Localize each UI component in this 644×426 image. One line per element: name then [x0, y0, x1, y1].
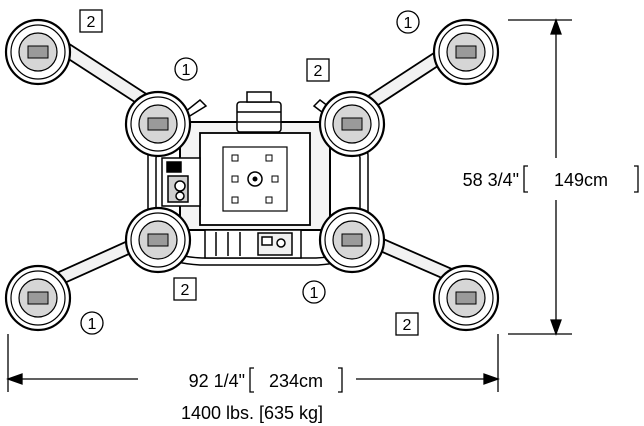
callout-circle-bottom-center: 1 — [302, 280, 326, 304]
svg-text:2: 2 — [403, 317, 412, 334]
callout-circle-top-right: 1 — [396, 10, 420, 34]
callout-circle-top-center: 1 — [174, 57, 198, 81]
pad-top-left-outer — [4, 18, 72, 86]
pad-bottom-right-outer — [432, 264, 500, 332]
svg-text:1: 1 — [182, 62, 191, 79]
callout-box-top-center: 2 — [306, 58, 330, 82]
height-dimension-metric: 149cm — [554, 170, 608, 190]
vacuum-pump — [236, 91, 282, 133]
control-panel-bottom — [204, 229, 302, 259]
svg-text:1: 1 — [404, 15, 413, 32]
pad-top-right-inner — [318, 90, 386, 158]
svg-text:1: 1 — [310, 285, 319, 302]
callout-box-bottom-right: 2 — [395, 312, 419, 336]
callout-box-bottom-center: 2 — [173, 277, 197, 301]
circled-callouts: 1 1 1 1 — [80, 10, 420, 335]
svg-text:2: 2 — [87, 14, 96, 31]
height-dimension — [508, 18, 639, 336]
pad-bottom-right-inner — [318, 206, 386, 274]
central-frame — [179, 121, 331, 231]
boxed-callouts: 2 2 2 2 — [79, 9, 419, 336]
callout-box-top-left: 2 — [79, 9, 103, 33]
pad-bottom-left-inner — [124, 206, 192, 274]
height-dimension-label: 58 3/4" — [463, 170, 519, 190]
svg-text:2: 2 — [181, 282, 190, 299]
width-dimension-metric: 234cm — [269, 371, 323, 391]
svg-text:2: 2 — [314, 63, 323, 80]
svg-text:1: 1 — [88, 316, 97, 333]
width-dimension-label: 92 1/4" — [189, 371, 245, 391]
weight-label: 1400 lbs. [635 kg] — [181, 403, 323, 423]
pad-top-right-outer — [432, 18, 500, 86]
pad-bottom-left-outer — [4, 264, 72, 332]
width-dimension — [6, 334, 500, 393]
callout-circle-bottom-left: 1 — [80, 311, 104, 335]
control-box-left — [161, 157, 201, 207]
pad-top-left-inner — [124, 90, 192, 158]
